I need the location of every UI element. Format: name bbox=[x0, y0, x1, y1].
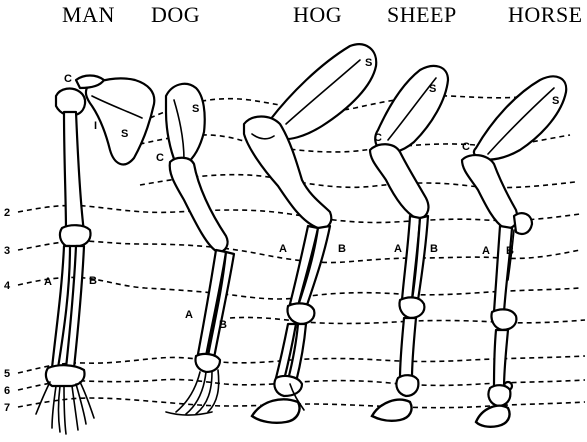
horse-cannon bbox=[494, 330, 508, 388]
dog-label-b: B bbox=[219, 319, 227, 331]
line-level-3 bbox=[18, 241, 580, 263]
dog-toe-base bbox=[166, 412, 212, 415]
horse-label-a: A bbox=[482, 245, 490, 257]
dog-forelimb bbox=[166, 84, 234, 415]
man-label-a: A bbox=[44, 276, 52, 288]
sheep-carpals bbox=[399, 297, 424, 318]
man-elbow bbox=[60, 225, 91, 246]
man-label-i: I bbox=[94, 120, 97, 132]
hog-label-b: B bbox=[338, 243, 346, 255]
hog-label-a: A bbox=[279, 243, 287, 255]
sheep-hoof bbox=[372, 400, 412, 421]
horse-carpals bbox=[491, 309, 516, 330]
level-number-7: 7 bbox=[4, 402, 10, 414]
man-label-c: C bbox=[64, 73, 72, 85]
horse-forelimb bbox=[462, 76, 566, 426]
hog-label-s: S bbox=[365, 57, 372, 69]
man-label-s: S bbox=[121, 128, 128, 140]
level-numbers: 2 3 4 5 6 7 bbox=[4, 207, 11, 414]
dog-label-s: S bbox=[192, 103, 199, 115]
sheep-humerus bbox=[370, 144, 428, 218]
dog-label-a: A bbox=[185, 309, 193, 321]
level-number-5: 5 bbox=[4, 368, 10, 380]
dog-toe-1 bbox=[176, 372, 200, 412]
hog-hoof bbox=[252, 399, 300, 422]
line-humerus-mid bbox=[140, 175, 575, 188]
man-finger-1 bbox=[36, 382, 50, 414]
man-finger-4 bbox=[72, 386, 78, 430]
level-number-4: 4 bbox=[4, 280, 11, 292]
horse-hoof bbox=[476, 406, 510, 427]
man-label-b: B bbox=[89, 275, 97, 287]
horse-label-s: S bbox=[552, 95, 559, 107]
man-finger-2b bbox=[59, 386, 61, 432]
level-number-2: 2 bbox=[4, 207, 10, 219]
man-finger-5 bbox=[80, 382, 94, 418]
man-finger-3 bbox=[64, 386, 66, 434]
dog-scapula bbox=[166, 84, 205, 164]
sheep-phalanges bbox=[396, 375, 418, 396]
horse-phalanges bbox=[488, 385, 510, 406]
dog-carpals bbox=[195, 354, 220, 372]
hog-phalanges bbox=[274, 376, 302, 396]
sheep-label-b: B bbox=[430, 243, 438, 255]
hog-forelimb bbox=[244, 44, 376, 423]
hog-carpals bbox=[288, 303, 315, 324]
dog-label-c: C bbox=[156, 152, 164, 164]
man-carpals bbox=[46, 365, 85, 386]
horse-humerus bbox=[462, 155, 517, 228]
horse-olecranon bbox=[514, 213, 532, 234]
man-finger-2 bbox=[52, 386, 56, 428]
level-number-6: 6 bbox=[4, 385, 10, 397]
level-number-3: 3 bbox=[4, 245, 10, 257]
sheep-cannon bbox=[400, 318, 416, 378]
horse-label-c: C bbox=[462, 141, 470, 153]
sheep-label-a: A bbox=[394, 243, 402, 255]
dog-humerus bbox=[170, 158, 228, 252]
sheep-label-c: C bbox=[374, 132, 382, 144]
sheep-label-s: S bbox=[429, 83, 436, 95]
man-humerus bbox=[64, 112, 84, 232]
horse-label-b: B bbox=[506, 245, 514, 257]
